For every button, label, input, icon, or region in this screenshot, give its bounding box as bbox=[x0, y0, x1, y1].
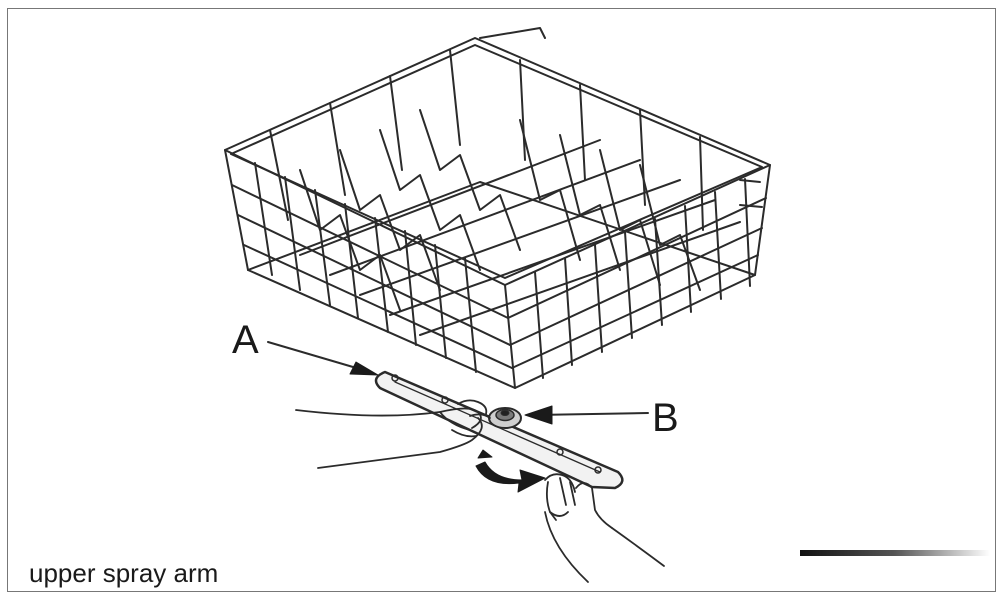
left-hand bbox=[295, 399, 491, 469]
diagram-caption: upper spray arm bbox=[29, 558, 219, 588]
decorative-fade-bar bbox=[800, 550, 990, 556]
label-b: B bbox=[652, 396, 679, 440]
upper-rack-basket bbox=[224, 27, 771, 389]
right-hand bbox=[544, 473, 665, 583]
pointer-arrow-b bbox=[524, 405, 649, 425]
rotation-arrow bbox=[475, 449, 546, 493]
illustration-frame bbox=[7, 8, 996, 592]
upper-spray-arm bbox=[374, 370, 624, 490]
spray-arm-nut bbox=[488, 407, 522, 429]
label-a: A bbox=[232, 318, 259, 362]
pointer-arrow-a bbox=[267, 341, 379, 376]
